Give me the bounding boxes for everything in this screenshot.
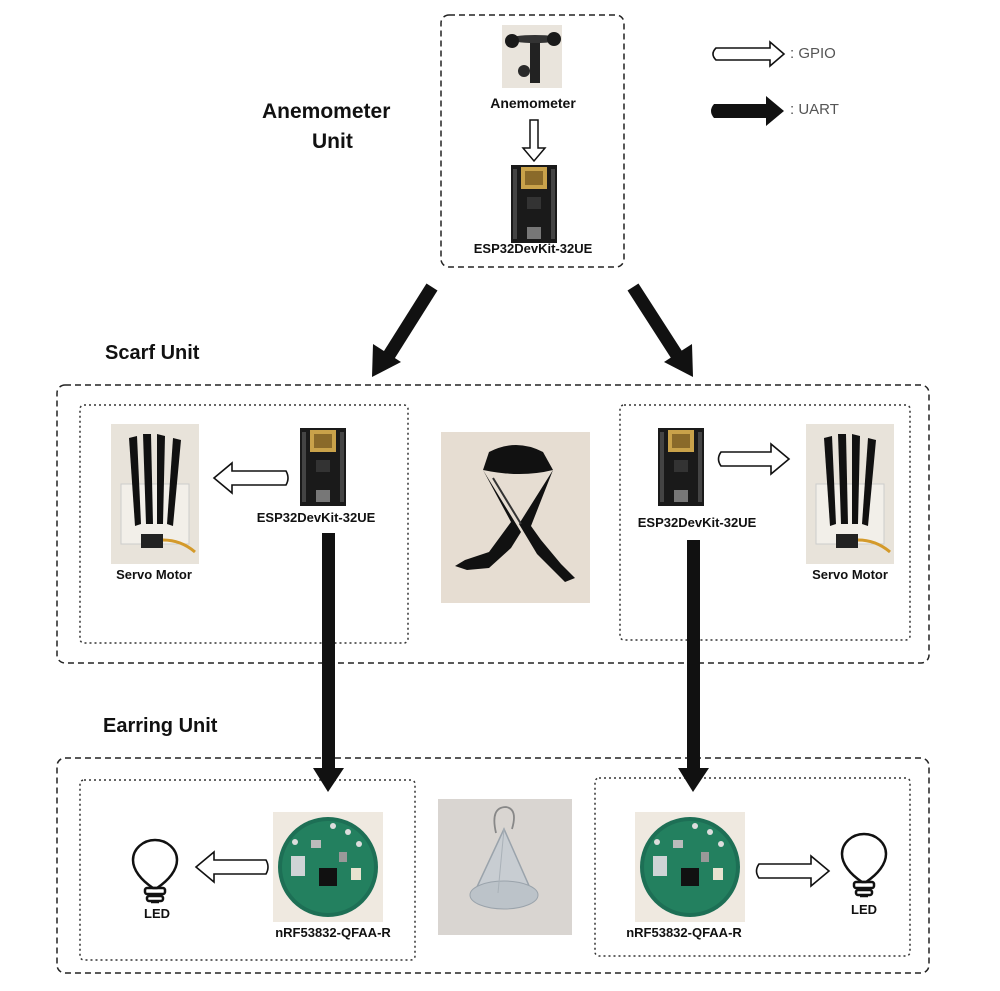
anemometer-unit-title-line2: Unit [312,130,353,153]
servo-photo-right [804,422,896,566]
legend-gpio-arrow-icon [712,40,786,68]
earring-right-board-label: nRF53832-QFAA-R [626,925,742,940]
scarf-left-board-label: ESP32DevKit-32UE [256,510,376,525]
earring-left-led-label: LED [144,906,170,921]
scarf-photo [441,432,590,603]
gpio-arrow-scarf-right [717,442,791,476]
uart-arrow-scarf-to-earring-right [678,540,709,792]
anemometer-photo [502,25,562,88]
nrf-board-photo-right [635,812,745,922]
uart-arrow-anemometer-to-scarf-right [627,283,693,377]
earring-unit-title: Earring Unit [103,715,218,737]
led-icon-left [131,838,179,904]
uart-arrow-scarf-to-earring-left [313,533,344,792]
scarf-right-subframe [619,404,911,641]
anemometer-unit-title-line1: Anemometer [262,100,391,123]
scarf-left-esp32-board [300,428,346,506]
scarf-left-servo-label: Servo Motor [116,567,192,582]
legend-gpio-label: : GPIO [790,45,836,62]
nrf-board-photo-left [273,812,383,922]
anemometer-sensor-label: Anemometer [490,95,576,111]
gpio-arrow-scarf-left [212,461,289,495]
anemometer-esp32-board [511,165,557,243]
scarf-right-esp32-board [658,428,704,506]
earring-right-led-label: LED [851,902,877,917]
legend-uart-label: : UART [790,101,839,118]
scarf-unit-frame [56,384,930,664]
gpio-arrow-earring-left [194,850,269,884]
legend-uart-arrow-icon [711,96,784,126]
earring-left-subframe [79,779,416,961]
servo-photo-left [109,422,201,566]
scarf-right-board-label: ESP32DevKit-32UE [637,515,757,530]
scarf-left-subframe [79,404,409,644]
scarf-unit-title: Scarf Unit [105,342,200,364]
scarf-right-servo-label: Servo Motor [812,567,888,582]
anemometer-board-label: ESP32DevKit-32UE [473,241,593,256]
anemometer-unit-frame [440,14,625,268]
earring-photo [438,799,572,935]
uart-arrow-anemometer-to-scarf-left [372,283,438,377]
led-icon-right [840,832,888,898]
earring-left-board-label: nRF53832-QFAA-R [275,925,391,940]
gpio-arrow-anemometer [521,119,547,163]
gpio-arrow-earring-right [755,854,831,888]
